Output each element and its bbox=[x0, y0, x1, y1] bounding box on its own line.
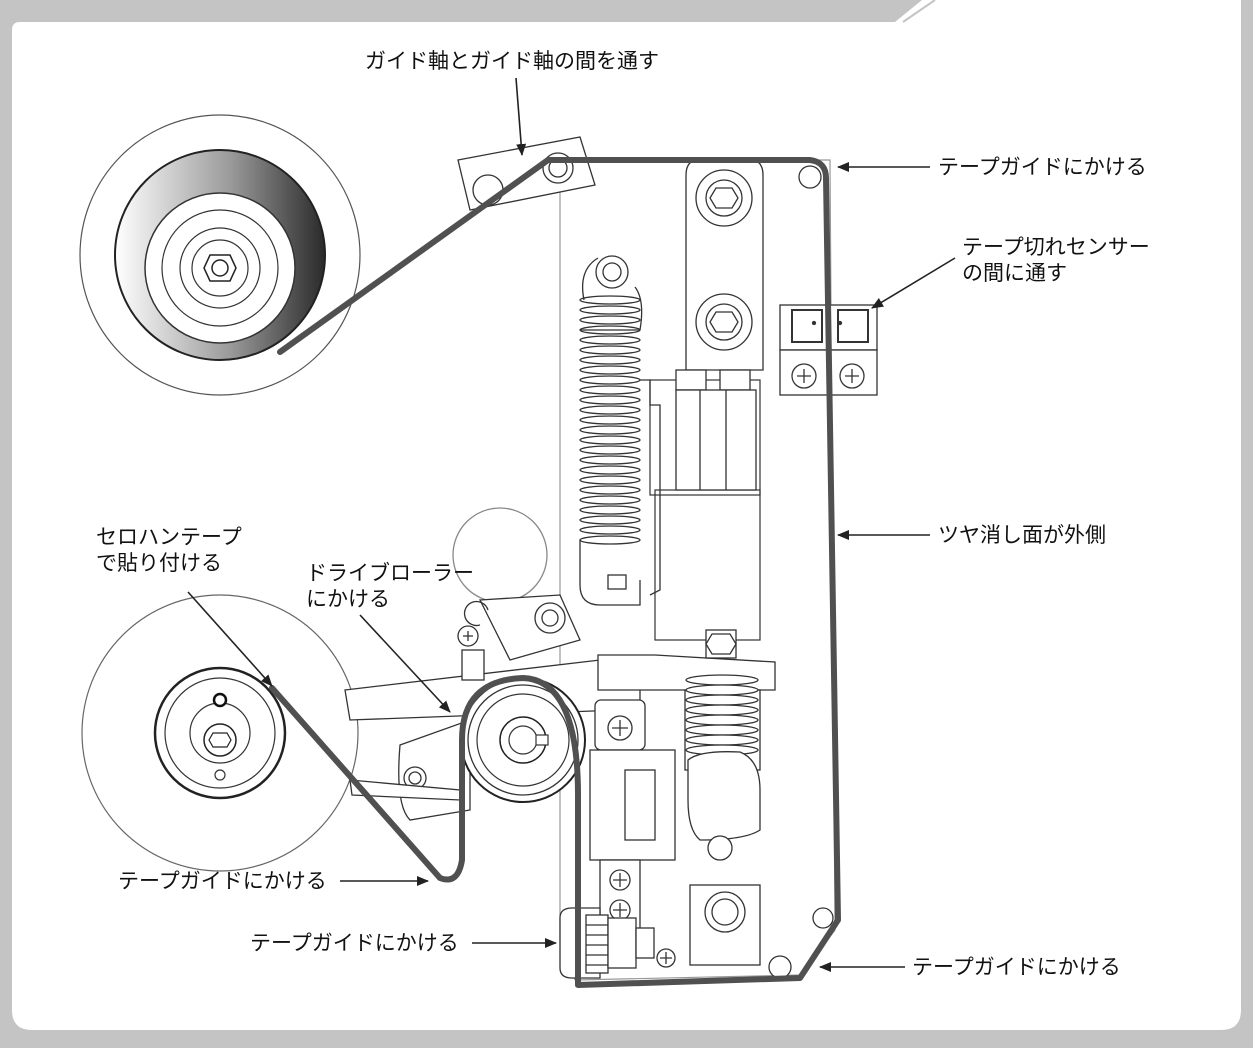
arrow-icon bbox=[187, 591, 273, 687]
spring-coil bbox=[579, 375, 641, 385]
callout-text: で貼り付ける bbox=[96, 551, 222, 575]
callout-matte-outside: ツヤ消し面が外側 bbox=[938, 522, 1106, 548]
spring-coil bbox=[579, 365, 641, 375]
tape-path bbox=[269, 157, 841, 988]
callout-text: セロハンテープ bbox=[96, 525, 242, 549]
callout-tape-guide-bottom-right: テープガイドにかける bbox=[912, 954, 1121, 980]
spring-coil bbox=[579, 535, 641, 545]
tension-spring bbox=[579, 255, 661, 606]
spring-coil bbox=[579, 315, 641, 325]
callout-tape-guide-left: テープガイドにかける bbox=[118, 868, 327, 894]
spring-coil bbox=[579, 445, 641, 455]
callout-guide-shafts: ガイド軸とガイド軸の間を通す bbox=[365, 48, 659, 74]
spring-coil bbox=[579, 425, 641, 435]
spring-coil bbox=[579, 475, 641, 485]
callout-text: ドライブローラー bbox=[306, 561, 474, 585]
spring-coil bbox=[579, 435, 641, 445]
spring-coil bbox=[685, 704, 759, 716]
lower-guide-block bbox=[656, 884, 834, 979]
spring-coil bbox=[685, 694, 759, 706]
spring-coil bbox=[685, 684, 759, 696]
spring-coil bbox=[579, 345, 641, 355]
callout-text: テープガイドにかける bbox=[912, 955, 1121, 979]
spring-coil bbox=[579, 325, 641, 335]
callout-text: テープガイドにかける bbox=[250, 931, 459, 955]
spring-coil bbox=[579, 525, 641, 535]
bottom-left-tape-guide bbox=[559, 859, 655, 979]
arrow-icon bbox=[871, 257, 956, 309]
spring-coil bbox=[579, 505, 641, 515]
tape-guide-top-right bbox=[798, 165, 822, 189]
callout-text: ツヤ消し面が外側 bbox=[938, 523, 1106, 547]
callout-tape-guide-bottom-left: テープガイドにかける bbox=[250, 930, 459, 956]
callout-tape-guide-top: テープガイドにかける bbox=[938, 154, 1147, 180]
spring-coil bbox=[579, 355, 641, 365]
callout-arrows bbox=[187, 77, 956, 972]
spring-coil bbox=[579, 455, 641, 465]
spring-coil bbox=[579, 335, 641, 345]
spring-coil bbox=[579, 415, 641, 425]
spring-coil bbox=[685, 734, 759, 746]
take-up-roll bbox=[81, 594, 359, 872]
drive-roller bbox=[460, 677, 586, 803]
spring-coil bbox=[579, 515, 641, 525]
callout-drive-roller: ドライブローラー にかける bbox=[306, 560, 474, 612]
callout-sensor: テープ切れセンサー の間に通す bbox=[962, 234, 1150, 286]
arrow-icon bbox=[359, 614, 451, 713]
spring-coil bbox=[579, 295, 641, 305]
spring-coil bbox=[579, 485, 641, 495]
arrow-icon bbox=[515, 77, 527, 156]
callout-cellophane: セロハンテープ で貼り付ける bbox=[96, 524, 242, 576]
callout-text: テープ切れセンサー bbox=[962, 235, 1150, 259]
callout-text: にかける bbox=[306, 587, 390, 611]
spring-coil bbox=[579, 305, 641, 315]
tension-arm bbox=[675, 157, 764, 491]
spring-coil bbox=[685, 674, 759, 686]
spring-coil bbox=[579, 395, 641, 405]
callout-text: の間に通す bbox=[962, 261, 1067, 285]
callout-text: テープガイドにかける bbox=[118, 869, 327, 893]
spring-coil bbox=[579, 405, 641, 415]
callout-text: テープガイドにかける bbox=[938, 155, 1147, 179]
pressure-spring bbox=[589, 629, 776, 861]
spring-coil bbox=[579, 385, 641, 395]
callout-text: ガイド軸とガイド軸の間を通す bbox=[365, 49, 659, 73]
spring-coil bbox=[685, 724, 759, 736]
spring-coil bbox=[685, 714, 759, 726]
spring-coil bbox=[579, 495, 641, 505]
supply-roll bbox=[79, 114, 361, 396]
spring-coil bbox=[579, 465, 641, 475]
cam-assembly bbox=[452, 507, 581, 661]
